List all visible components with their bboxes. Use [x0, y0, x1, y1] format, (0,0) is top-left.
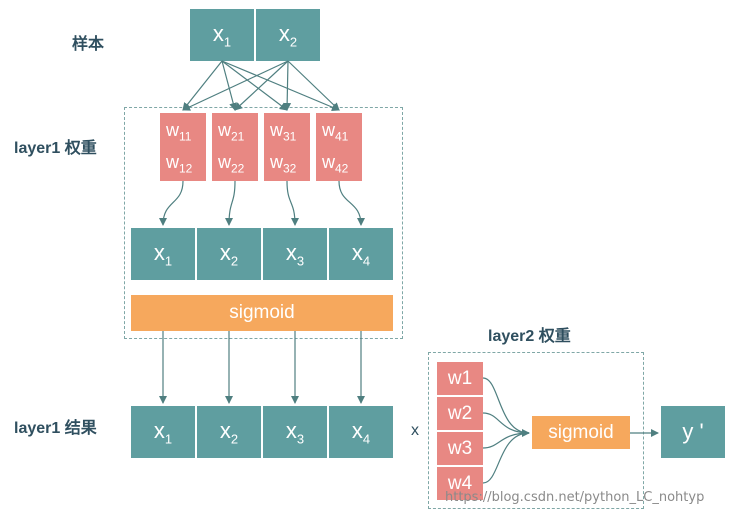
layer2-weight-w3: w3 [437, 432, 483, 465]
input-node-x2: x2 [256, 9, 320, 61]
layer2-sigmoid-node: sigmoid [532, 416, 630, 449]
hidden-node-1: x1 [131, 228, 195, 280]
weight-node-1: w11 w12 [160, 113, 206, 181]
output-node: y ' [661, 406, 725, 458]
label-layer1-result: layer1 结果 [14, 420, 97, 437]
label-layer2-weights: layer2 权重 [488, 328, 571, 345]
result-node-2: x2 [197, 406, 261, 458]
layer2-weight-w1: w1 [437, 362, 483, 395]
input-to-weight-links [182, 60, 340, 111]
weight-node-4: w41 w42 [316, 113, 362, 181]
weight-node-3: w31 w32 [264, 113, 310, 181]
label-x-separator: x [411, 422, 419, 439]
layer2-weight-w4: w4 [437, 467, 483, 500]
result-node-3: x3 [263, 406, 327, 458]
result-node-4: x4 [329, 406, 393, 458]
layer2-merge-links [482, 377, 659, 484]
label-layer1-weights: layer1 权重 [14, 140, 97, 157]
layer2-weight-w2: w2 [437, 397, 483, 430]
layer2-group-frame [428, 352, 644, 509]
sigmoid-bar: sigmoid [131, 295, 393, 331]
weight-to-hidden-links [159, 180, 365, 226]
label-sample: 样本 [72, 36, 105, 53]
input-node-x1: x1 [190, 9, 254, 61]
weight-node-2: w21 w22 [212, 113, 258, 181]
hidden-node-2: x2 [197, 228, 261, 280]
hidden-node-4: x4 [329, 228, 393, 280]
sigmoid-to-result-links [159, 331, 365, 404]
layer1-group-frame [124, 107, 403, 339]
watermark: https://blog.csdn.net/python_LC_nohtyp [445, 490, 705, 505]
result-node-1: x1 [131, 406, 195, 458]
hidden-node-3: x3 [263, 228, 327, 280]
